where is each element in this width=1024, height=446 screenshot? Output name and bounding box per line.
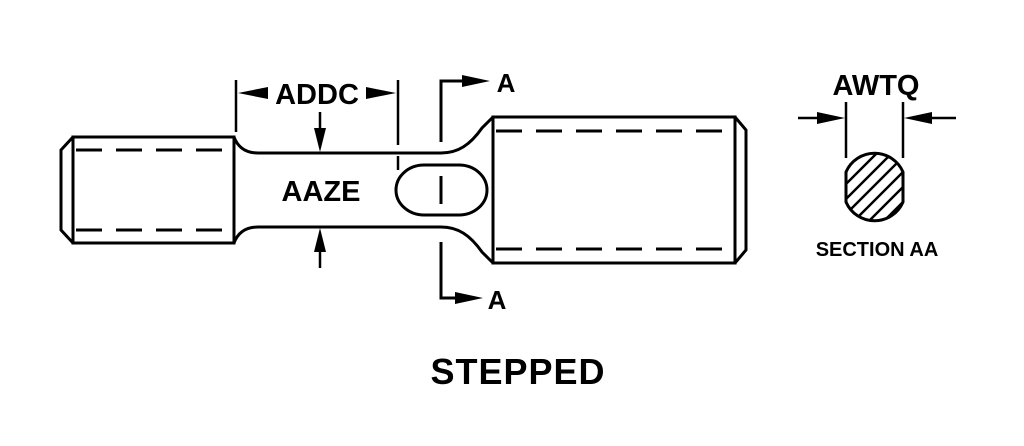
awtq-label: AWTQ (833, 70, 920, 102)
section-line-bottom (439, 242, 455, 300)
arrowhead-down-icon (314, 128, 326, 152)
section-aa-label: SECTION AA (816, 239, 939, 261)
right-threaded-body (491, 115, 748, 265)
addc-label: ADDC (275, 79, 359, 111)
section-cut-markers: A A (439, 68, 516, 315)
section-arrow-top-icon (462, 75, 490, 87)
section-aa-view: AWTQ SECTION AA (798, 70, 956, 261)
addc-dimension: ADDC (234, 79, 400, 170)
section-marker-top-label: A (497, 68, 516, 98)
neck (232, 115, 495, 265)
neck-bottom-edge (232, 225, 495, 265)
section-line-top (439, 79, 462, 142)
aaze-dimension: AAZE (282, 112, 361, 268)
drawing-title: STEPPED (430, 351, 605, 392)
right-end-chamfer (733, 116, 748, 264)
arrowhead-up-icon (314, 228, 326, 252)
awtq-arrowhead-left-icon (904, 112, 932, 124)
cross-hole-slot (394, 163, 489, 217)
section-marker-bottom-label: A (488, 285, 507, 315)
arrowhead-left-icon (238, 87, 268, 99)
left-threaded-end (59, 135, 236, 245)
neck-top-edge (232, 115, 495, 155)
right-body-outline (491, 115, 737, 265)
aaze-label: AAZE (282, 176, 361, 208)
section-arrow-bottom-icon (455, 292, 483, 304)
section-outline (844, 151, 905, 223)
arrowhead-right-icon (366, 87, 396, 99)
awtq-arrowhead-right-icon (817, 112, 845, 124)
left-end-chamfer (59, 135, 75, 245)
left-end-body (71, 135, 236, 245)
